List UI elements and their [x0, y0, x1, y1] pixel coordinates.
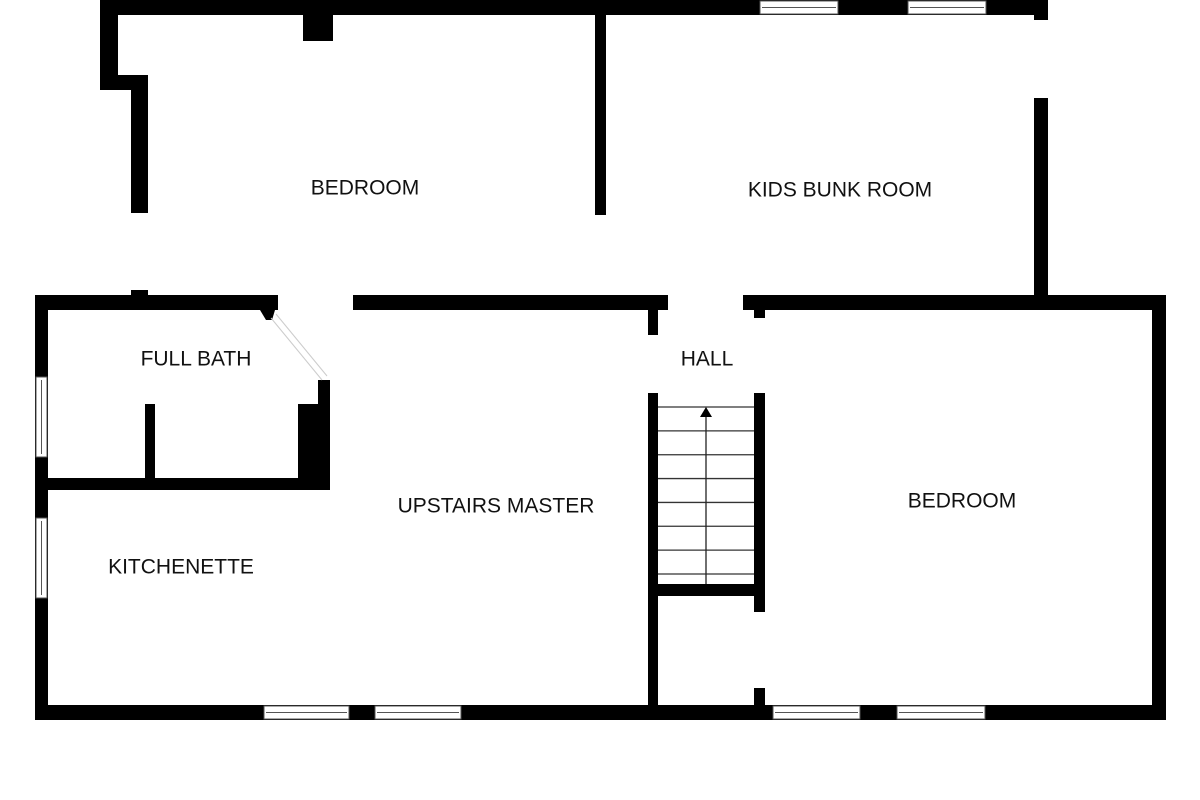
wall	[100, 0, 118, 90]
wall	[754, 688, 765, 720]
wall	[1034, 98, 1048, 303]
room-label-kids-bunk-room: KIDS BUNK ROOM	[748, 179, 932, 202]
wall-left	[35, 295, 48, 720]
room-label-bedroom-right: BEDROOM	[908, 490, 1017, 513]
wall	[648, 310, 658, 335]
windows	[35, 0, 987, 720]
chimney	[303, 15, 333, 41]
wall	[145, 404, 155, 480]
wall	[353, 295, 668, 310]
wall	[318, 380, 330, 410]
wall	[131, 75, 148, 213]
wall	[754, 310, 765, 318]
wall	[743, 295, 1166, 310]
wall-right	[1152, 295, 1166, 720]
room-label-hall: HALL	[681, 348, 734, 371]
room-label-bedroom-top: BEDROOM	[311, 177, 420, 200]
stair-arrow-up-icon	[700, 407, 712, 417]
wall-bottom	[35, 705, 1166, 720]
wall	[1034, 0, 1048, 20]
wall	[595, 15, 606, 215]
wall	[754, 393, 765, 612]
room-label-full-bath: FULL BATH	[141, 348, 252, 371]
wall	[298, 404, 330, 490]
room-label-upstairs-master: UPSTAIRS MASTER	[398, 495, 595, 518]
wall	[35, 295, 278, 310]
wall	[48, 478, 330, 490]
room-label-kitchenette: KITCHENETTE	[108, 556, 254, 579]
door-opening	[270, 317, 323, 381]
door-opening	[275, 313, 328, 377]
wall	[260, 310, 275, 320]
wall	[648, 393, 658, 720]
wall-top	[100, 0, 1048, 15]
wall	[648, 584, 765, 596]
